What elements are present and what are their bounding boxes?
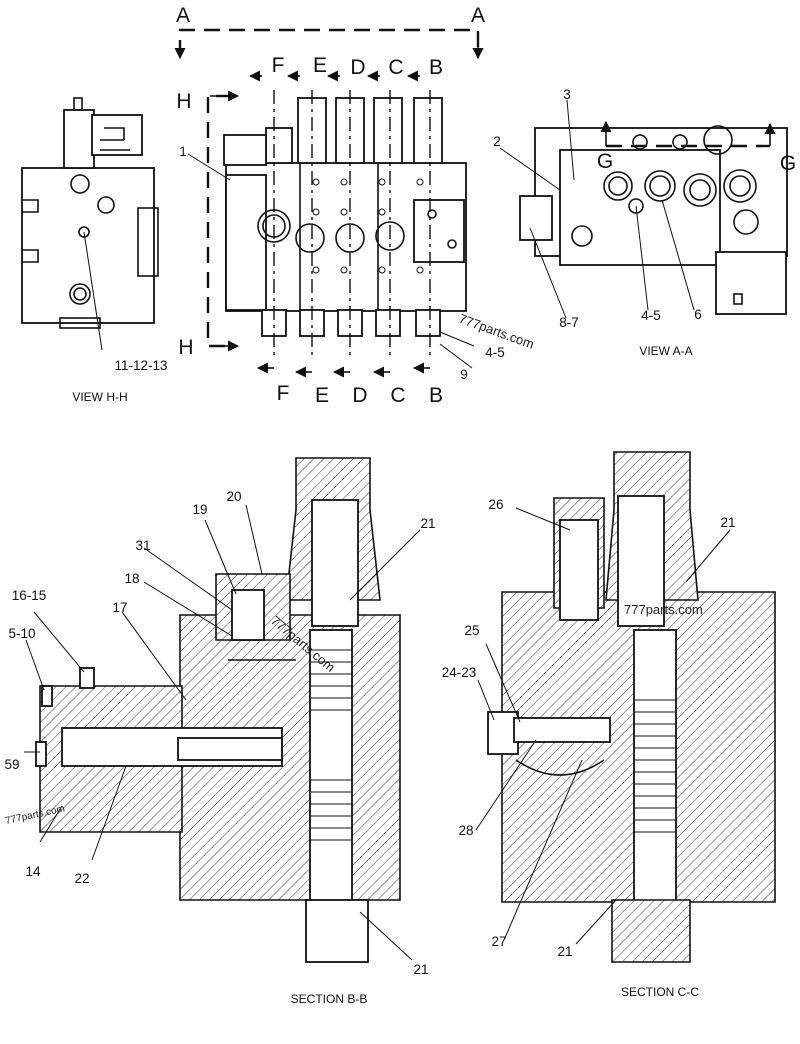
watermark-4: 777parts.com: [624, 602, 703, 617]
section-letter-h-bottom: H: [178, 336, 193, 359]
callout-4-5-right: 4-5: [641, 308, 661, 323]
callout-6: 6: [694, 307, 702, 322]
callout-24-23: 24-23: [442, 665, 477, 680]
section-letter-g-left: G: [597, 150, 613, 173]
section-letter-f-top: F: [272, 54, 285, 77]
callout-2: 2: [493, 134, 501, 149]
callout-19: 19: [192, 502, 207, 517]
section-letter-c-top: C: [388, 56, 403, 79]
callout-31: 31: [135, 538, 150, 553]
view-aa-drawing: [499, 99, 788, 319]
callout-26: 26: [488, 497, 503, 512]
callout-21-cc-bottom: 21: [557, 944, 572, 959]
callout-21-bb-top: 21: [420, 516, 435, 531]
section-letters: A A H H F E D C B F E D C B G G: [176, 4, 796, 407]
section-letter-d-top: D: [350, 56, 365, 79]
main-valve-view: [174, 28, 484, 378]
callout-21-cc-top: 21: [720, 515, 735, 530]
callout-9: 9: [460, 367, 468, 382]
section-letter-a-left: A: [176, 4, 190, 27]
callout-25: 25: [464, 623, 479, 638]
callout-16-15: 16-15: [12, 588, 47, 603]
callout-27: 27: [491, 934, 506, 949]
callout-labels: 1 2 3 4-5 9 11-12-13 8-7 4-5 6 19 20 31 …: [4, 87, 735, 977]
section-bb-drawing: [24, 457, 421, 963]
callout-14: 14: [25, 864, 41, 879]
callout-1: 1: [179, 144, 187, 159]
view-title-aa: VIEW A-A: [639, 344, 692, 358]
view-title-section-bb: SECTION B-B: [291, 992, 368, 1006]
callout-18: 18: [124, 571, 139, 586]
section-letter-b-top: B: [429, 56, 443, 79]
callout-11-12-13: 11-12-13: [114, 358, 167, 373]
callout-17: 17: [112, 600, 127, 615]
section-cc-drawing: [475, 451, 776, 963]
callout-21-bb-bottom: 21: [413, 962, 428, 977]
callout-4-5-top: 4-5: [485, 345, 505, 360]
section-letter-g-right: G: [780, 152, 796, 175]
section-letter-c-bottom: C: [390, 384, 405, 407]
callout-8-7: 8-7: [559, 315, 579, 330]
callout-28: 28: [458, 823, 473, 838]
section-letter-f-bottom: F: [277, 382, 290, 405]
view-hh-drawing: [21, 97, 159, 351]
section-letter-e-bottom: E: [315, 384, 329, 407]
view-title-hh: VIEW H-H: [72, 390, 127, 404]
callout-59: 59: [4, 757, 19, 772]
section-letter-e-top: E: [313, 54, 327, 77]
section-letter-h-top: H: [176, 90, 191, 113]
section-letter-a-right: A: [471, 4, 485, 27]
section-letter-d-bottom: D: [352, 384, 367, 407]
section-letter-b-bottom: B: [429, 384, 443, 407]
callout-3: 3: [563, 87, 571, 102]
callout-22: 22: [74, 871, 89, 886]
callout-5-10: 5-10: [8, 626, 35, 641]
callout-20: 20: [226, 489, 241, 504]
view-title-section-cc: SECTION C-C: [621, 985, 699, 999]
view-titles: VIEW H-H VIEW A-A SECTION B-B SECTION C-…: [72, 344, 699, 1006]
